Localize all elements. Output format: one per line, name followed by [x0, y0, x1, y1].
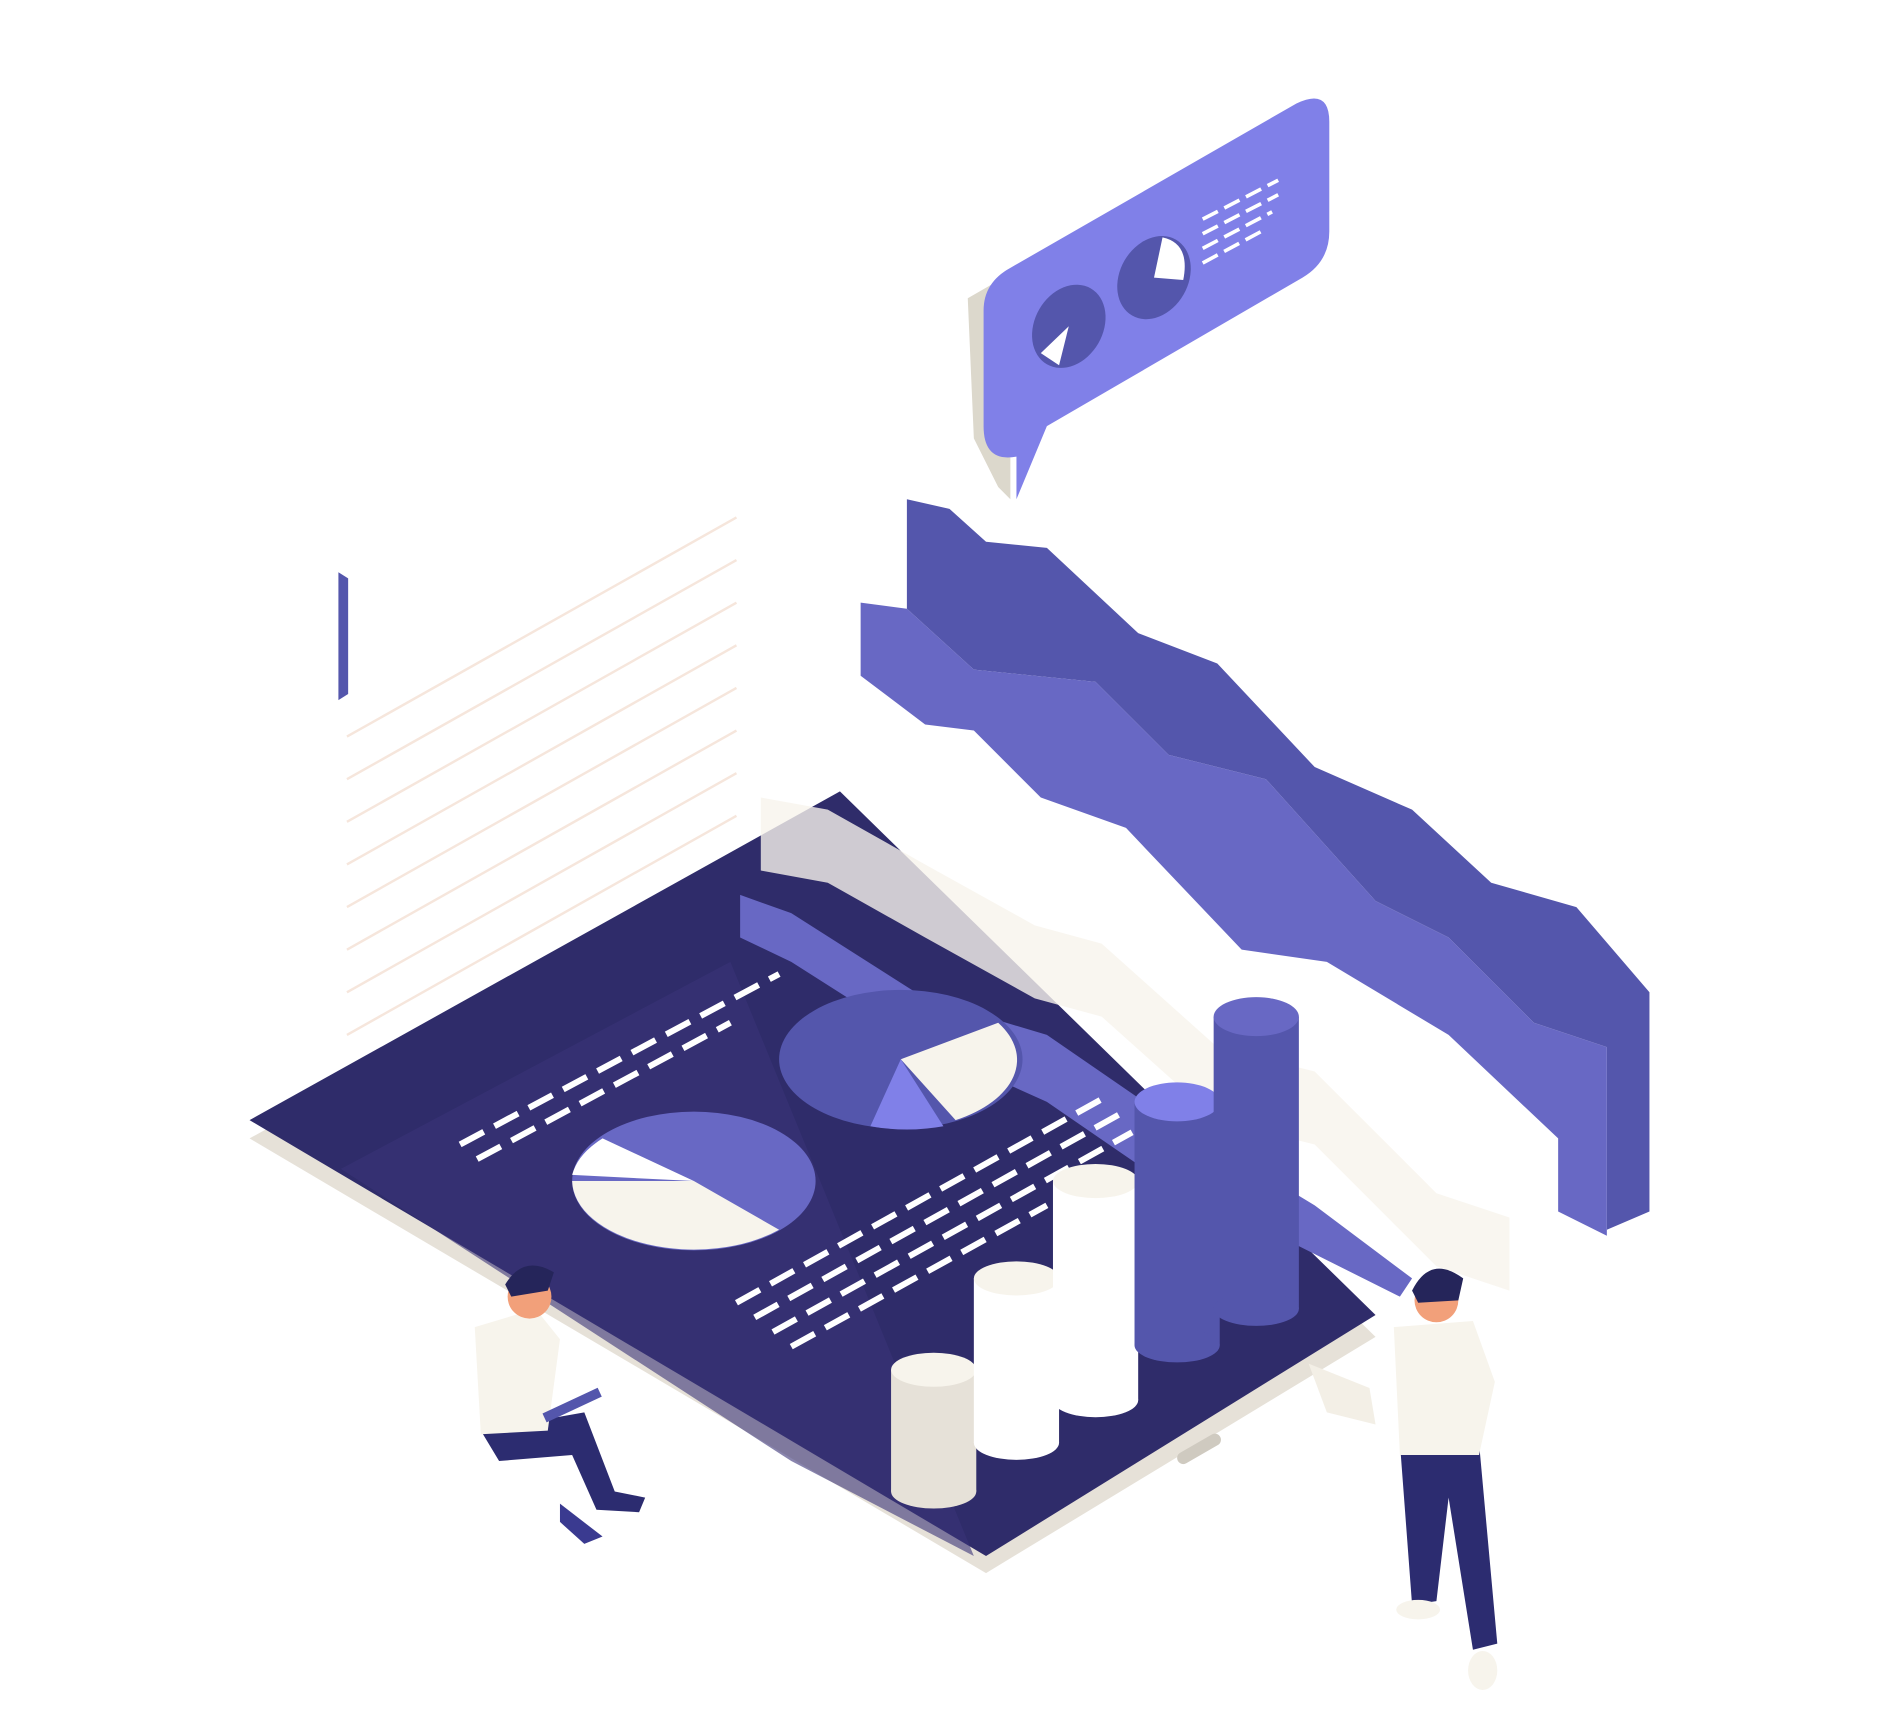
speech-bubble-pie-charts — [967, 98, 1330, 500]
table-rows — [458, 971, 1134, 1350]
person-standing — [1308, 1268, 1498, 1690]
person-sitting — [474, 1265, 646, 1544]
mini-bar-chart — [338, 572, 349, 701]
pie-chart — [572, 1111, 816, 1251]
pie-chart — [779, 989, 1023, 1130]
cylinder-bar-chart — [891, 997, 1299, 1509]
